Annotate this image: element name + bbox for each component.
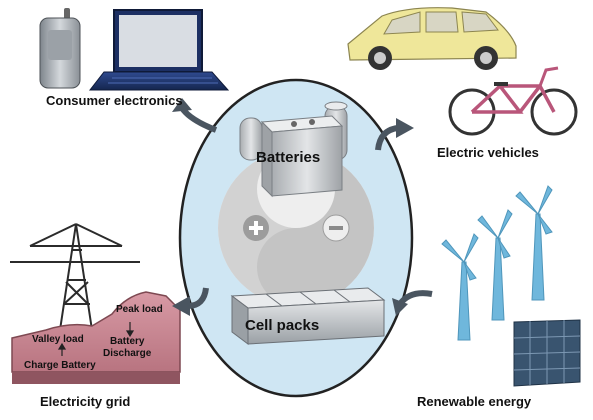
- arrow-from-renewable-energy: [392, 290, 433, 316]
- discharge-arrow: [125, 322, 135, 338]
- charge-arrow: [57, 342, 67, 356]
- arrow-to-electricity-grid: [172, 287, 209, 316]
- grid-load-profile: [11, 291, 181, 384]
- peak-load-label: Peak load: [116, 304, 163, 315]
- cell-packs-label: Cell packs: [245, 317, 320, 334]
- minus-icon: [322, 214, 350, 242]
- batteries-icon: [239, 101, 348, 198]
- battery-label: Battery: [110, 336, 145, 347]
- electric-vehicles-label: Electric vehicles: [437, 145, 539, 160]
- charge-battery-label: Charge Battery: [24, 360, 96, 371]
- renewable-energy-label: Renewable energy: [417, 394, 532, 409]
- car-icon: [347, 7, 517, 70]
- laptop-icon: [88, 9, 230, 91]
- bicycle-icon: [448, 66, 578, 136]
- solar-panel-icon: [513, 319, 581, 387]
- arrow-to-consumer-electronics: [172, 98, 218, 133]
- mobile-phone-icon: [39, 8, 81, 89]
- power-tower-icon: [10, 223, 140, 331]
- wind-turbines-icon: [441, 185, 553, 341]
- consumer-electronics-label: Consumer electronics: [46, 93, 183, 108]
- discharge-label: Discharge: [103, 348, 152, 359]
- valley-load-label: Valley load: [32, 334, 84, 345]
- plus-icon: [243, 215, 269, 241]
- cell-packs-icon: [230, 287, 386, 345]
- electricity-grid-label: Electricity grid: [40, 394, 131, 409]
- batteries-label: Batteries: [256, 149, 321, 166]
- arrow-to-electric-vehicles: [375, 118, 414, 151]
